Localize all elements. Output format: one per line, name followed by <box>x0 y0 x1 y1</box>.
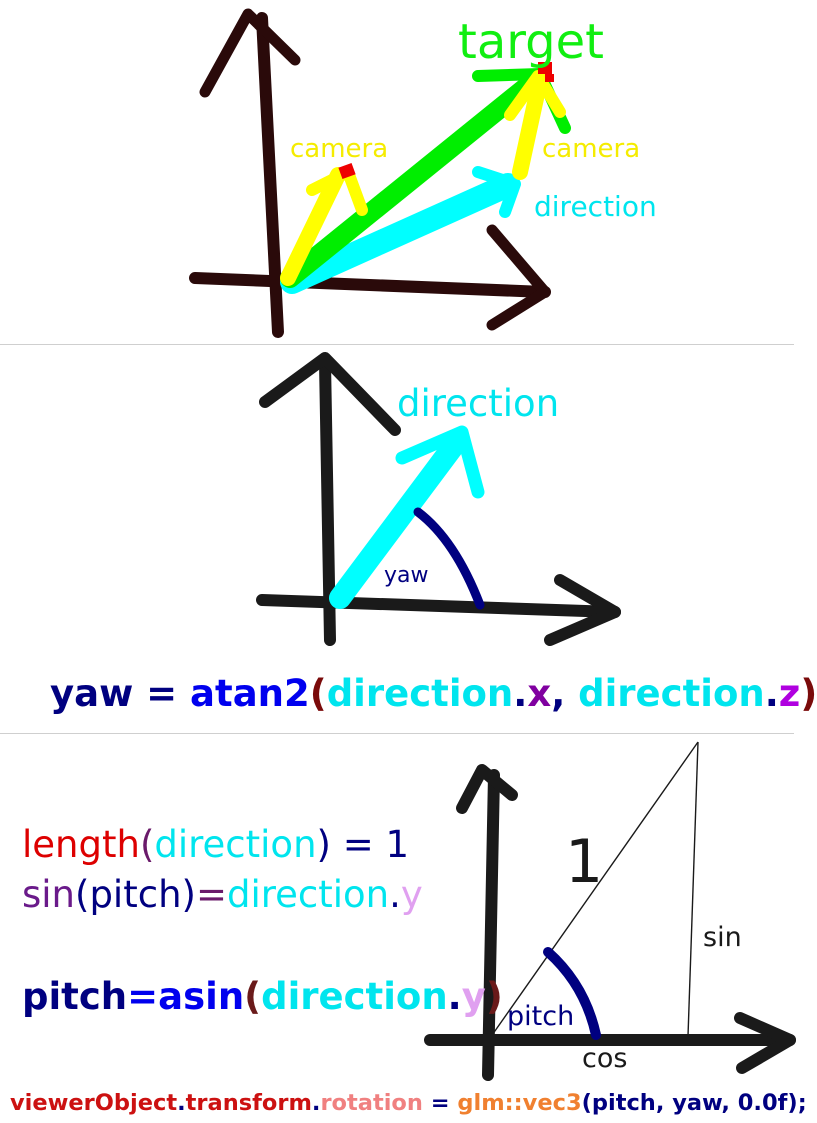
target-label: target <box>458 14 604 70</box>
yaw-formula-segment: x <box>527 672 552 715</box>
rotation-code-segment: viewerObject <box>10 1090 178 1116</box>
yaw-formula-segment: , <box>551 672 579 715</box>
panel3-pitch-arc <box>543 947 601 1040</box>
sin-pitch-formula-segment: (pitch) <box>75 873 196 916</box>
pitch-formula: pitch=asin(direction.y) <box>22 978 503 1015</box>
length-formula-segment: ) = 1 <box>316 823 410 866</box>
panel3-y-arrowhead <box>456 764 518 814</box>
panel1-axes <box>189 8 551 338</box>
diagram-graphics <box>189 8 796 1081</box>
panel1-camera-arrow-right <box>504 70 566 180</box>
yaw-formula-segment: ) <box>800 672 817 715</box>
direction-label-panel2: direction <box>397 382 560 425</box>
page: target camera camera direction direction… <box>0 8 817 1115</box>
pitch-formula-segment: direction <box>261 975 448 1018</box>
yaw-label: yaw <box>384 563 429 588</box>
panel2-direction-arrow <box>329 425 485 609</box>
divider-1 <box>0 344 794 345</box>
rotation-code-segment: = <box>422 1090 458 1116</box>
yaw-formula-segment: atan2 <box>190 672 310 715</box>
pitch-formula-segment: ( <box>244 975 262 1018</box>
panel3-sin-side <box>687 741 699 1037</box>
panel2-axes <box>256 352 621 646</box>
yaw-formula-segment: z <box>778 672 801 715</box>
sin-pitch-formula-segment: y <box>400 873 423 916</box>
panel3-x-arrowhead <box>734 1012 796 1074</box>
divider-2 <box>0 733 794 734</box>
sin-pitch-formula-segment: sin <box>22 873 76 916</box>
pitch-formula-segment: y <box>461 975 486 1018</box>
rotation-code-segment: (pitch, yaw, 0.0f); <box>581 1090 807 1116</box>
length-formula-segment: length <box>22 823 140 866</box>
yaw-formula-segment: ( <box>309 672 327 715</box>
panel2-x-axis <box>256 594 621 618</box>
pitch-formula-segment: ) <box>485 975 503 1018</box>
panel1-x-axis <box>189 272 551 298</box>
panel3-hypotenuse <box>489 741 699 1039</box>
rotation-code-segment: . <box>177 1090 186 1116</box>
hypotenuse-label: 1 <box>565 827 604 897</box>
sin-pitch-formula-segment: = <box>195 873 227 916</box>
panel1-camera-point-right <box>545 74 554 82</box>
panel2-x-arrowhead <box>544 574 621 646</box>
rotation-code-segment: . <box>311 1090 321 1116</box>
rotation-code-segment: glm::vec3 <box>457 1090 582 1116</box>
panel1-x-arrowhead <box>486 224 551 331</box>
sin-pitch-formula: sin(pitch)=direction.y <box>22 876 423 913</box>
yaw-formula-segment: direction <box>578 672 765 715</box>
panel2-y-axis <box>319 356 336 646</box>
pitch-formula-segment: = <box>127 975 159 1018</box>
panel3-axes <box>424 764 796 1081</box>
length-formula: length(direction) = 1 <box>22 826 409 863</box>
sin-label: sin <box>703 922 742 953</box>
yaw-formula-segment: yaw <box>50 672 134 715</box>
panel2-y-arrowhead <box>259 352 401 436</box>
panel1-camera-point-left <box>338 162 356 180</box>
cos-label: cos <box>582 1043 628 1074</box>
yaw-formula-segment: = <box>133 672 191 715</box>
panel1-y-arrowhead <box>199 8 301 98</box>
sin-pitch-formula-segment: . <box>389 873 401 916</box>
panel1-direction-arrow <box>280 166 521 294</box>
pitch-formula-segment: asin <box>158 975 245 1018</box>
camera-label-right: camera <box>542 134 641 164</box>
yaw-formula: yaw = atan2(direction.x, direction.z) <box>50 675 817 712</box>
yaw-formula-segment: direction <box>326 672 514 715</box>
panel3-y-axis <box>482 769 500 1081</box>
yaw-formula-segment: . <box>513 672 528 715</box>
rotation-code-segment: transform <box>185 1090 312 1116</box>
yaw-formula-segment: . <box>764 672 779 715</box>
direction-label-panel1: direction <box>534 190 657 223</box>
panel3-triangle <box>489 741 699 1039</box>
pitch-label: pitch <box>507 1001 575 1032</box>
length-formula-segment: direction <box>154 823 317 866</box>
rotation-code-segment: rotation <box>320 1090 423 1116</box>
panel1-target-point <box>538 62 552 74</box>
panel2-yaw-arc <box>413 507 485 610</box>
pitch-formula-segment: . <box>447 975 462 1018</box>
length-formula-segment: ( <box>139 823 155 866</box>
pitch-formula-segment: pitch <box>22 975 128 1018</box>
rotation-code-line: viewerObject.transform.rotation = glm::v… <box>10 1092 807 1115</box>
camera-label-left: camera <box>290 134 389 164</box>
sin-pitch-formula-segment: direction <box>226 873 390 916</box>
